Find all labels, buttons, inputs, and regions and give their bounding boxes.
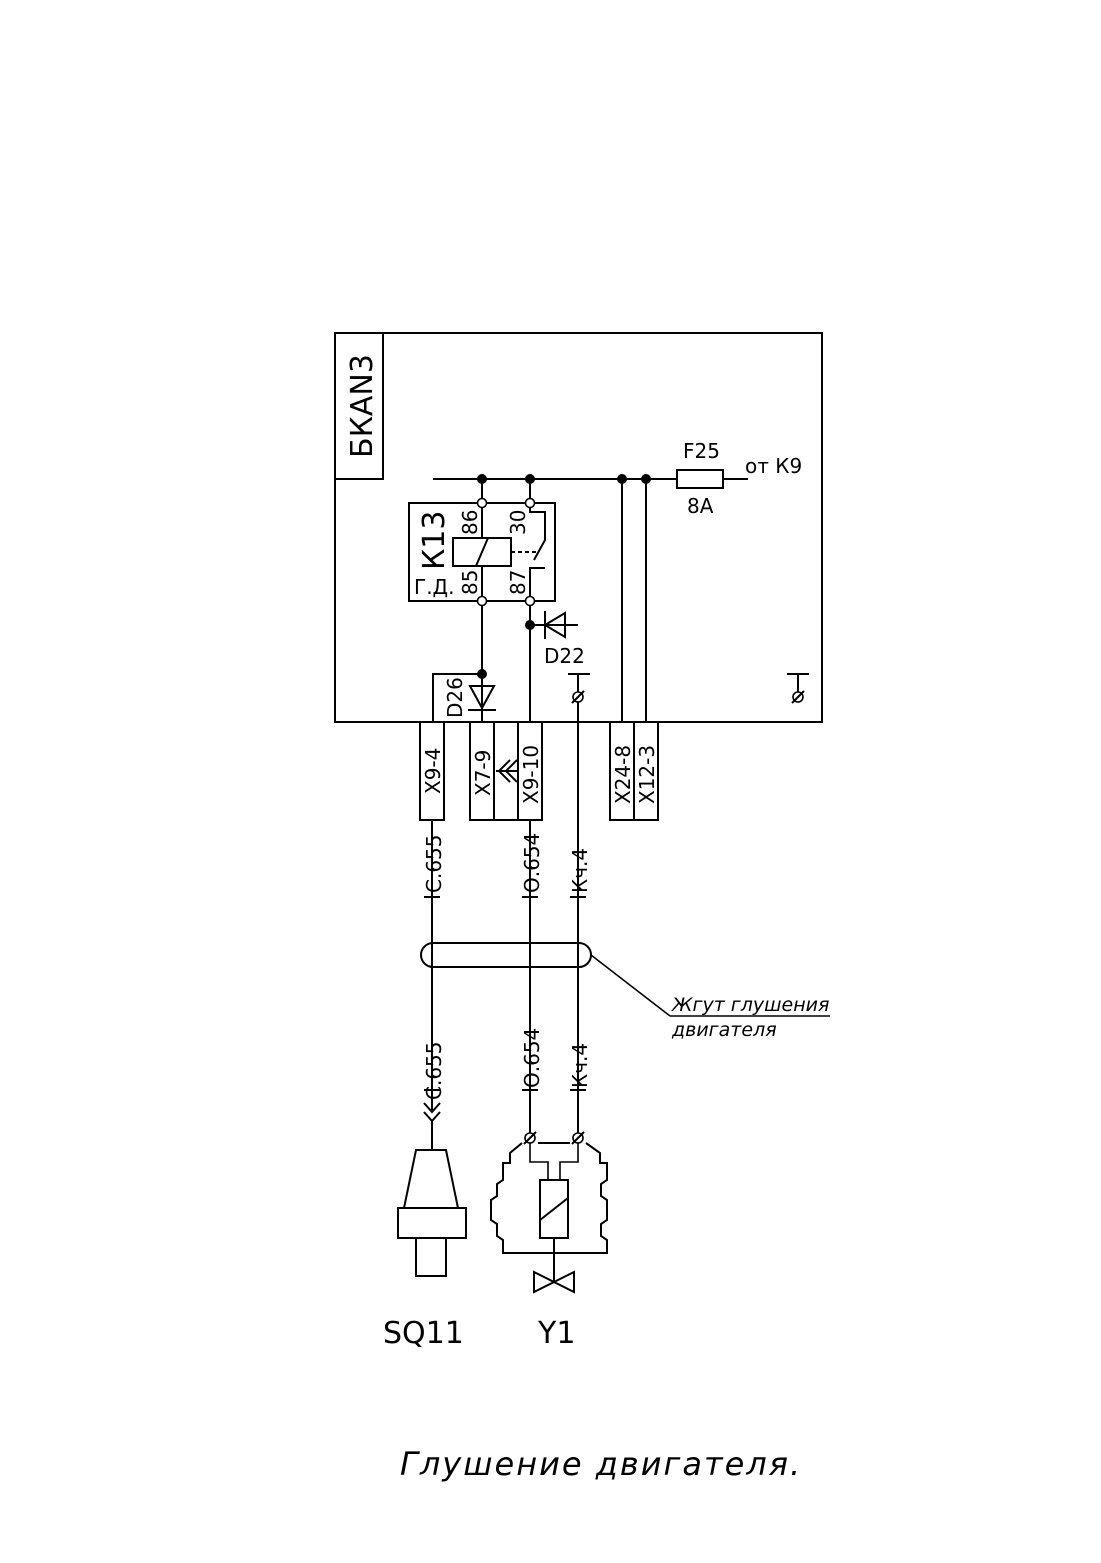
harness-label-line2: двигателя bbox=[671, 1019, 777, 1041]
valve-coil-stroke bbox=[539, 1197, 569, 1221]
relay-contact-fixed bbox=[529, 567, 545, 596]
diode-d22-label: D22 bbox=[544, 644, 585, 668]
wire-kch4-label-bottom: Кч.4 bbox=[568, 1043, 592, 1088]
connector-x9-10-label: X9-10 bbox=[519, 745, 543, 804]
harness-bundle bbox=[420, 942, 592, 968]
fuse-f25 bbox=[676, 469, 724, 489]
diode-d26-box bbox=[432, 673, 482, 722]
sensor-sq11-label: SQ11 bbox=[383, 1316, 464, 1351]
connector-arrow-head bbox=[504, 759, 518, 783]
valve-y1-symbol bbox=[551, 1270, 575, 1294]
wire-c655-label-bottom: С.655 bbox=[422, 1042, 446, 1101]
wire-c655-label-top: С.655 bbox=[422, 835, 446, 894]
ground-terminal-slash bbox=[571, 690, 585, 704]
relay-pin86 bbox=[476, 497, 488, 509]
sensor-connector-chevron bbox=[423, 1102, 441, 1114]
valve-terminal-slash bbox=[523, 1131, 537, 1145]
wire-kch4-label-top: Кч.4 bbox=[568, 848, 592, 893]
valve-y1-body bbox=[490, 1142, 608, 1254]
relay-pin86-label: 86 bbox=[458, 510, 482, 535]
valve-terminal-slash bbox=[571, 1131, 585, 1145]
connector-x12-3-label: X12-3 bbox=[635, 745, 659, 804]
connector-x12-3 bbox=[633, 721, 659, 821]
relay-pin87 bbox=[524, 595, 536, 607]
sensor-sq11-body bbox=[402, 1149, 460, 1209]
valve-inner-wire bbox=[559, 1143, 579, 1180]
diode-d26-label: D26 bbox=[443, 677, 467, 718]
relay-ref: К13 bbox=[417, 511, 452, 570]
relay-function: Г.Д. bbox=[414, 575, 455, 599]
connector-x24-8-label: X24-8 bbox=[611, 745, 635, 804]
relay-pin85-label: 85 bbox=[458, 570, 482, 595]
relay-pin85 bbox=[476, 595, 488, 607]
relay-contact bbox=[529, 508, 546, 561]
block-name-label: БКАN3 bbox=[345, 354, 380, 458]
connector-x7-9-label: X7-9 bbox=[471, 750, 495, 796]
valve-inner-wire bbox=[529, 1143, 549, 1180]
relay-pin87-label: 87 bbox=[506, 570, 530, 595]
connector-x9-4-label: X9-4 bbox=[421, 748, 445, 794]
valve-y1-label: Y1 bbox=[537, 1316, 575, 1351]
relay-coil-stroke bbox=[475, 537, 489, 567]
valve-y1-symbol bbox=[533, 1270, 557, 1294]
diode-d22 bbox=[543, 611, 566, 639]
diagram-caption: Глушение двигателя. bbox=[400, 1445, 802, 1483]
connector-arrow-head bbox=[497, 759, 511, 783]
diode-d26 bbox=[468, 685, 496, 711]
block-name-box bbox=[335, 333, 384, 480]
harness-leader bbox=[590, 954, 671, 1017]
sensor-sq11-thread bbox=[415, 1237, 447, 1277]
relay-pin30-label: 30 bbox=[506, 510, 530, 535]
fuse-ref: F25 bbox=[683, 439, 720, 463]
corner-ground-slash bbox=[791, 690, 805, 704]
fuse-source: от К9 bbox=[745, 454, 802, 478]
wire-o654-label-bottom: О.654 bbox=[520, 1028, 544, 1088]
fuse-rating: 8A bbox=[687, 494, 714, 518]
wire-o654-label-top: О.654 bbox=[520, 833, 544, 893]
sensor-sq11-nut bbox=[397, 1207, 467, 1239]
harness-label-line1: Жгут глушения bbox=[671, 994, 829, 1016]
relay-pin30 bbox=[524, 497, 536, 509]
